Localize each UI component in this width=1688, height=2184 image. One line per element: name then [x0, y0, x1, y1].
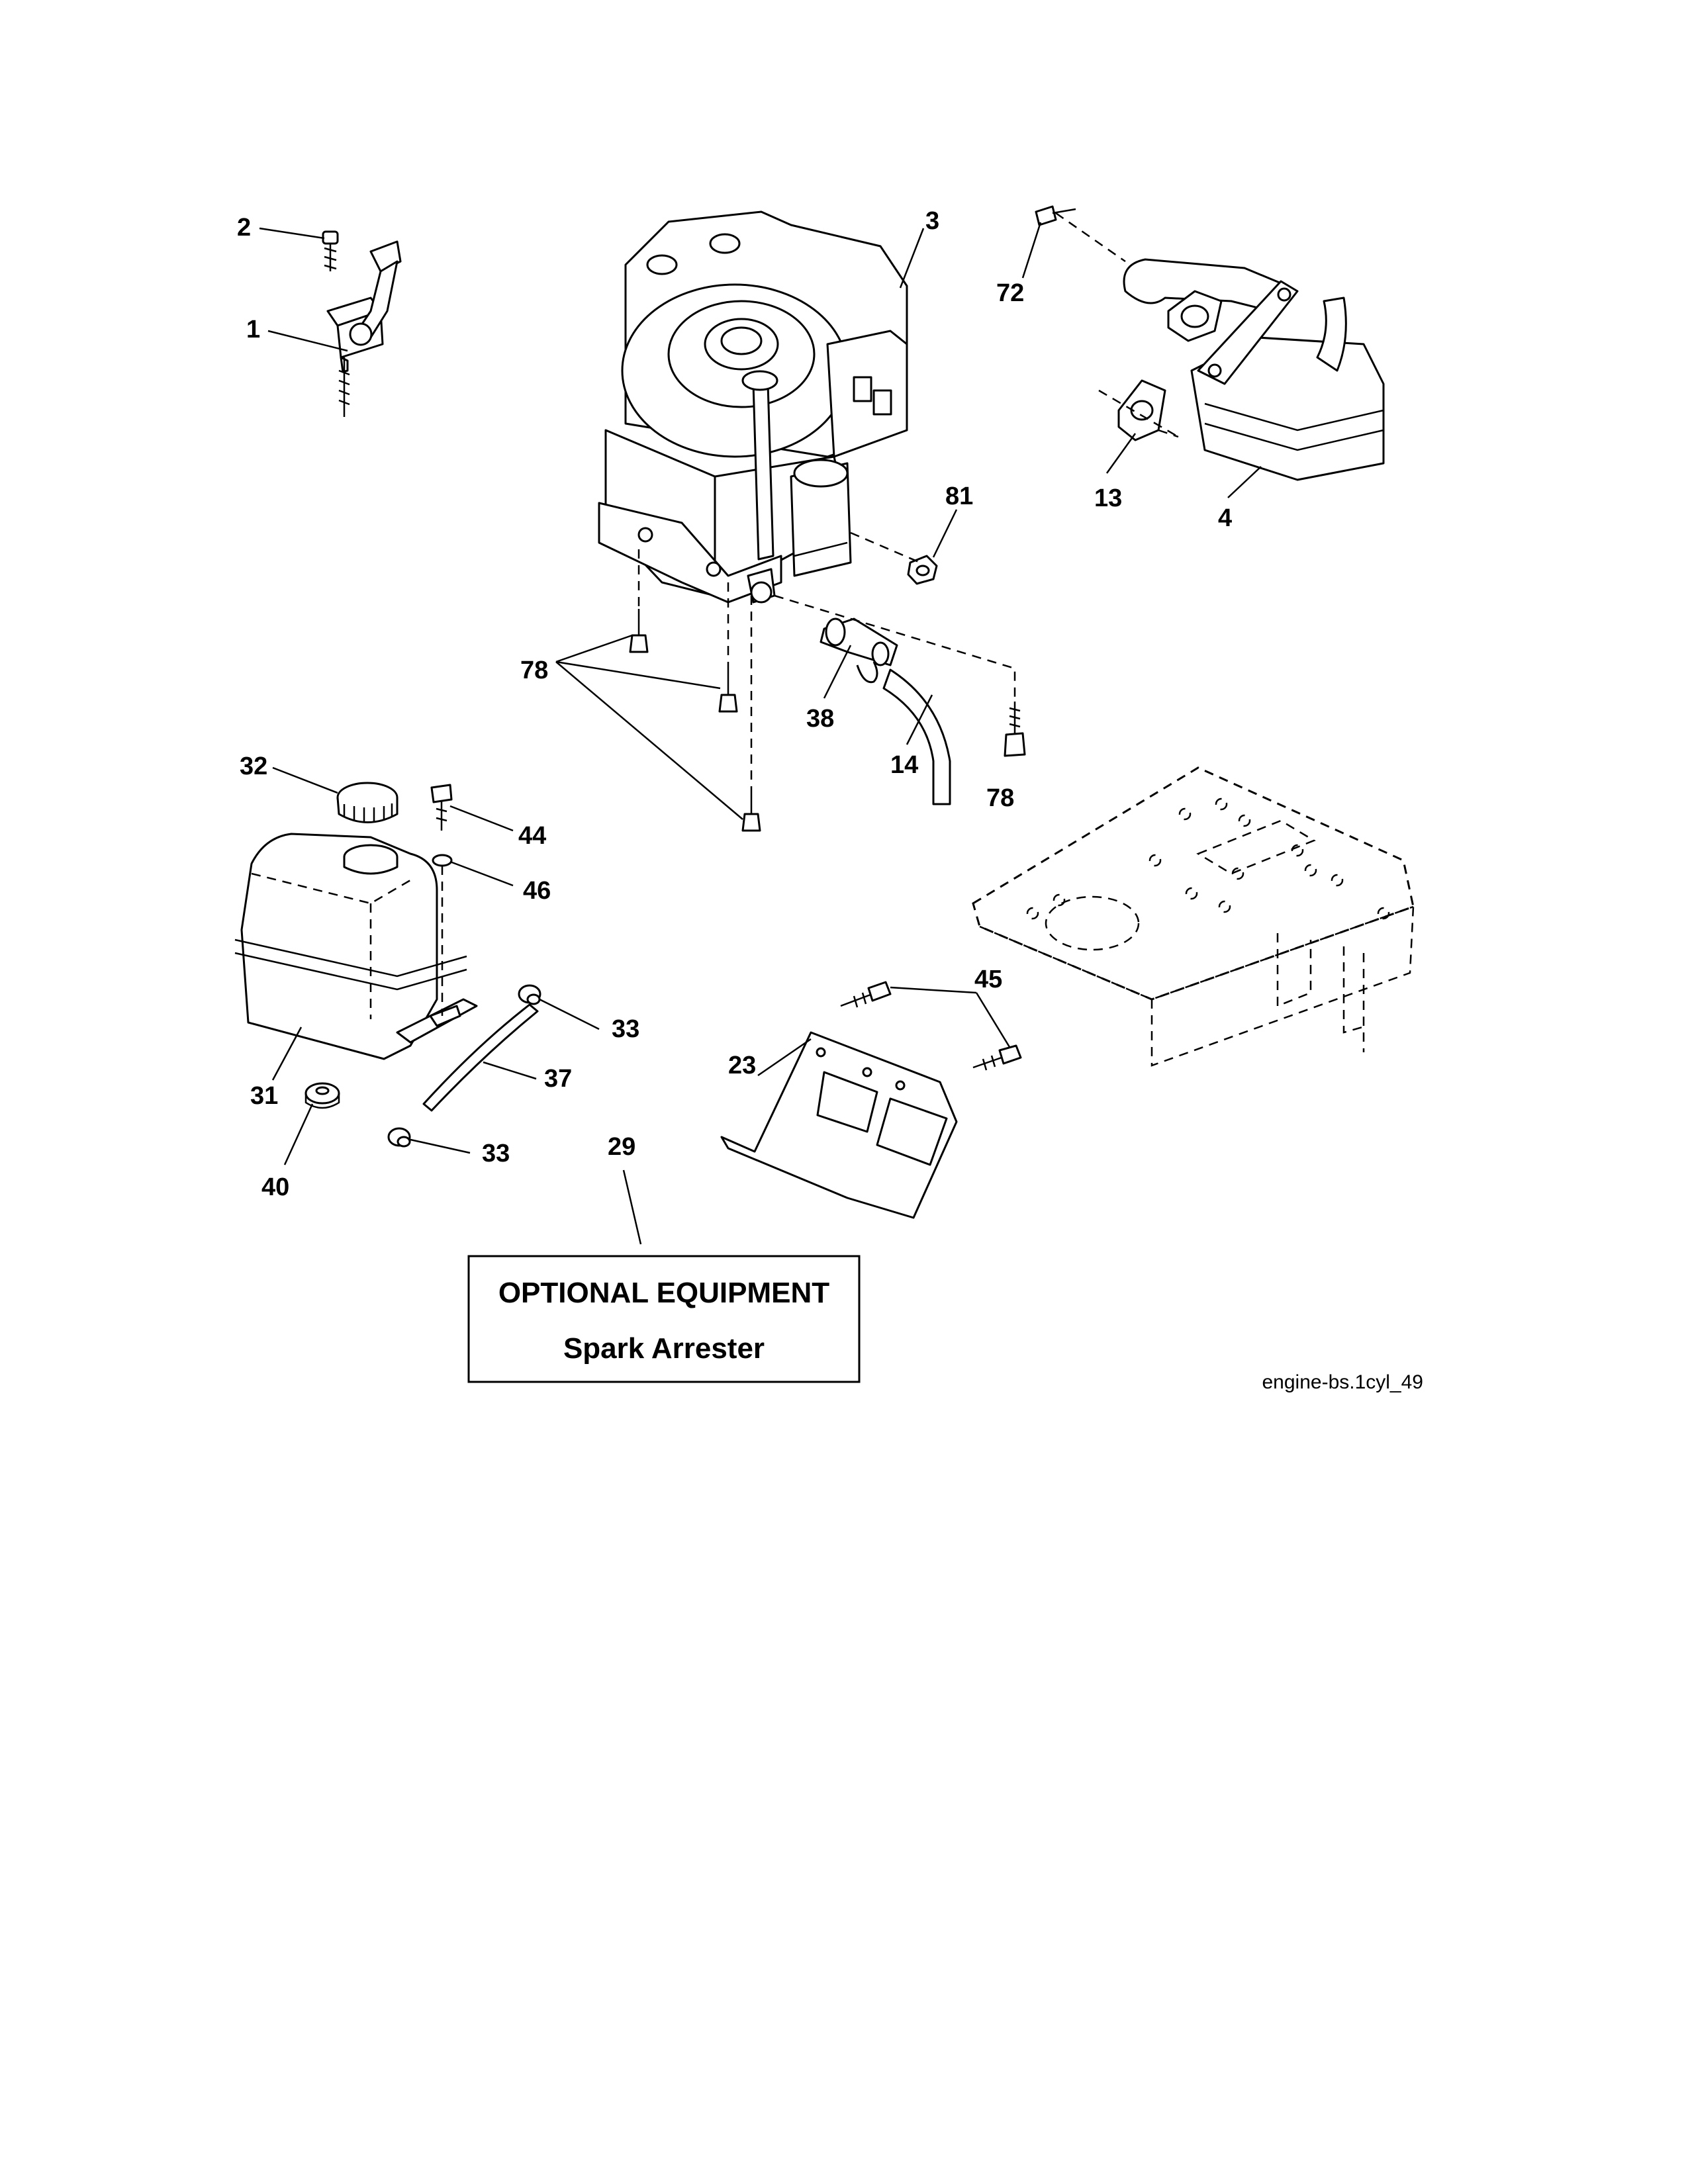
label-14: 14	[890, 751, 918, 779]
label-31: 31	[250, 1082, 278, 1110]
label-3: 3	[925, 207, 939, 235]
label-2: 2	[237, 214, 251, 242]
label-40: 40	[261, 1173, 289, 1201]
label-81: 81	[945, 482, 973, 510]
fuel-filter	[820, 617, 898, 684]
muffler-assembly	[1035, 205, 1385, 481]
optional-equipment-box: OPTIONAL EQUIPMENT Spark Arrester	[467, 1255, 861, 1383]
heat-shield	[720, 1031, 958, 1219]
label-44: 44	[518, 822, 546, 850]
screw-44	[430, 784, 453, 831]
fuel-hose	[882, 668, 951, 805]
label-45: 45	[974, 966, 1002, 993]
label-78-right: 78	[986, 784, 1014, 812]
grommet-40	[305, 1082, 340, 1109]
label-33-top: 33	[612, 1015, 639, 1043]
fuel-tank	[234, 833, 478, 1060]
optional-equipment-subtitle: Spark Arrester	[563, 1332, 765, 1365]
part-labels: 2 1 3 72 13 4 81 78 38 14 78 32 44 46 33…	[237, 207, 1232, 1201]
label-1: 1	[246, 316, 260, 343]
leader-lines	[259, 222, 1262, 1245]
screws-45	[840, 981, 1022, 1071]
diagram-reference: engine-bs.1cyl_49	[1262, 1371, 1423, 1393]
label-23: 23	[728, 1052, 756, 1079]
label-78-left: 78	[520, 657, 548, 684]
washer-46	[432, 854, 453, 1016]
clamp-33-bottom	[387, 1127, 411, 1148]
label-32: 32	[240, 752, 267, 780]
label-13: 13	[1094, 484, 1122, 512]
fuel-line	[422, 1003, 539, 1112]
label-33-bottom: 33	[482, 1140, 510, 1167]
engine	[598, 210, 908, 604]
label-29: 29	[608, 1133, 635, 1161]
clamp-33-top	[518, 984, 541, 1005]
label-37: 37	[544, 1065, 572, 1093]
throttle-control	[322, 230, 402, 417]
bolts-78	[629, 531, 1026, 832]
label-38: 38	[806, 705, 834, 733]
label-72: 72	[996, 279, 1024, 307]
label-4: 4	[1218, 504, 1232, 532]
nut-81	[907, 555, 938, 585]
fuel-cap	[336, 782, 399, 823]
optional-equipment-title: OPTIONAL EQUIPMENT	[498, 1277, 829, 1309]
frame-dashed	[972, 766, 1415, 1067]
label-46: 46	[523, 877, 551, 905]
